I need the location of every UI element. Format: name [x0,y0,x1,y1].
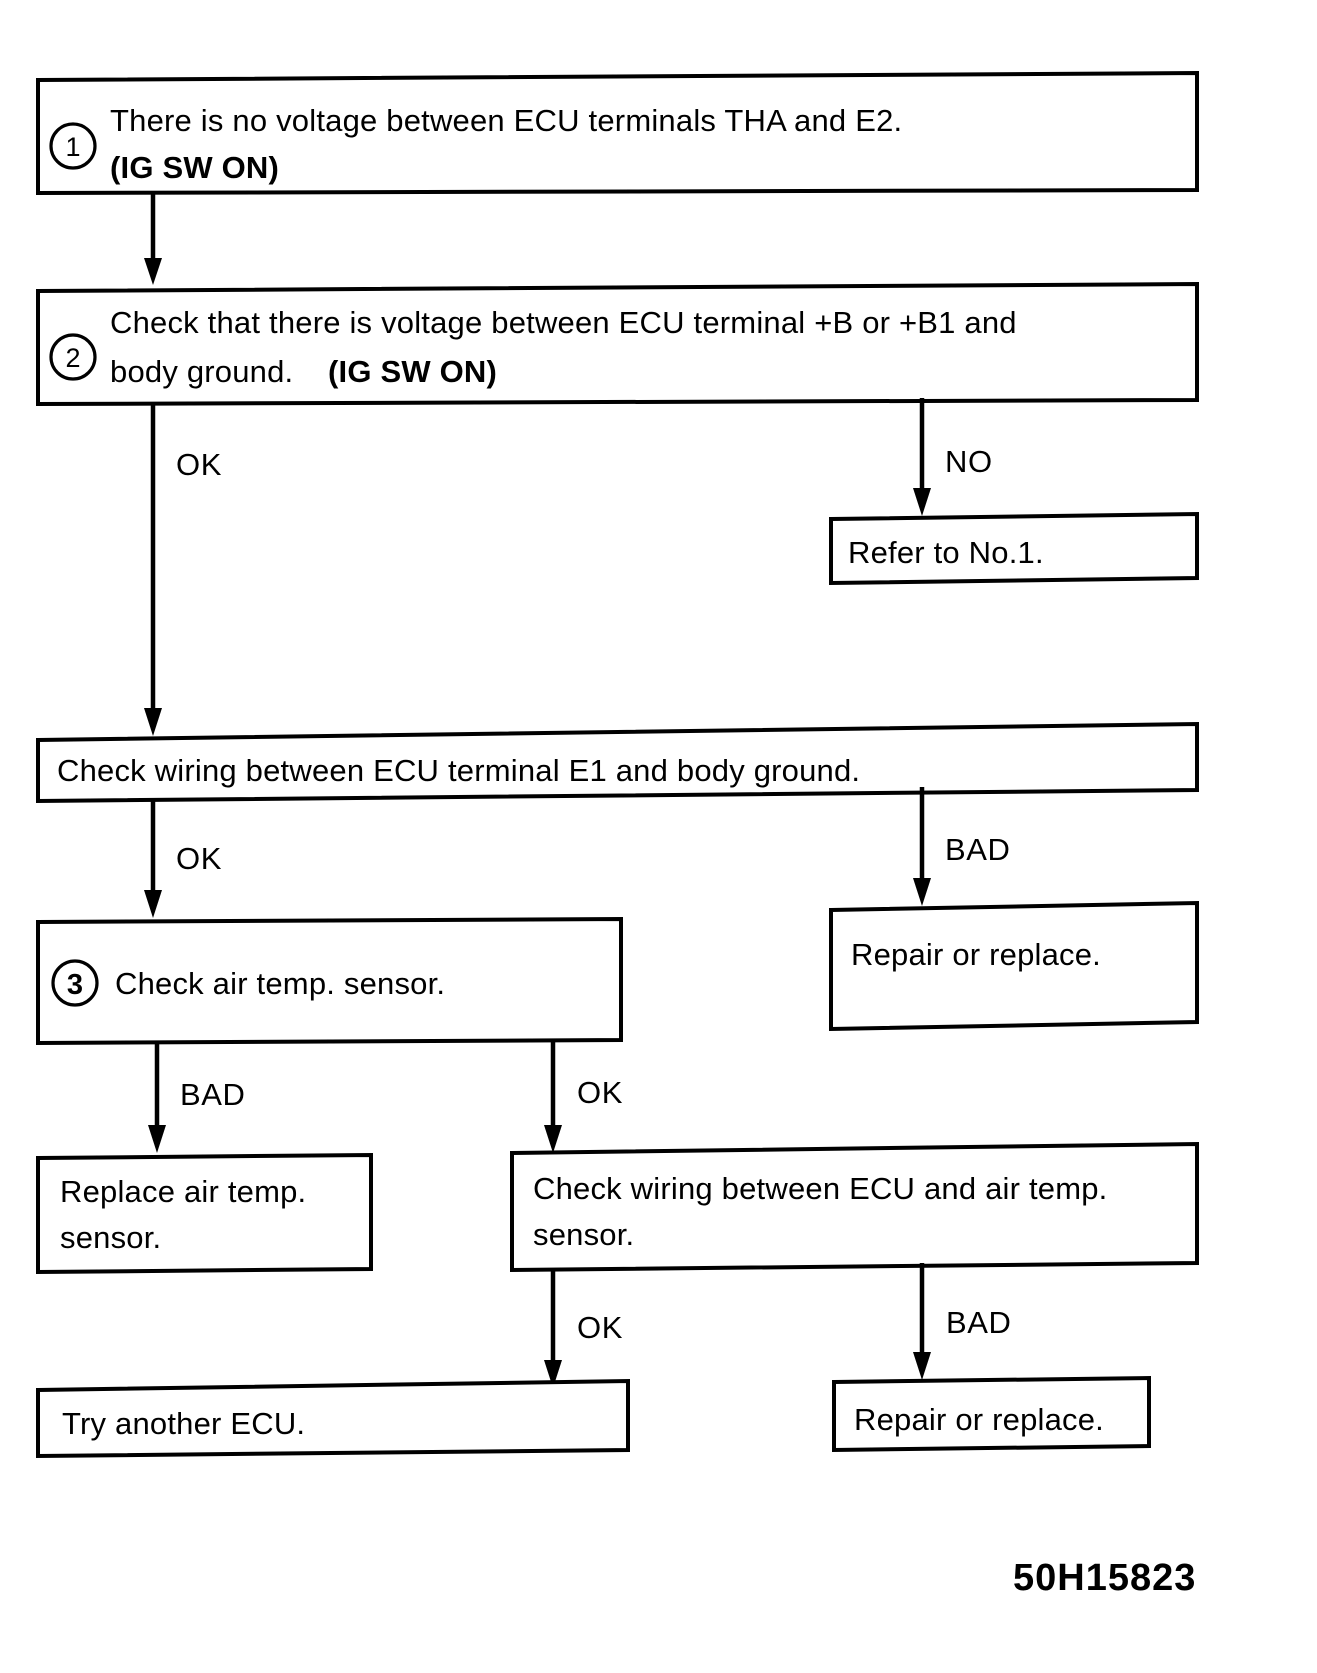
node-check-air-temp-sensor-label: Check air temp. sensor. [115,966,445,1001]
edge-label-ok: OK [577,1075,623,1110]
edge-e1wiring-ok: OK [144,798,222,918]
node-no-voltage: 1 There is no voltage between ECU termin… [36,70,1199,196]
node-check-b-voltage-frame [36,281,1199,407]
edge-node1-to-node2 [144,193,162,285]
arrowhead-icon [913,1352,931,1380]
edge-label-ok: OK [176,841,222,876]
node-check-b-voltage: 2 Check that there is voltage between EC… [36,281,1199,407]
node-replace-air-temp-sensor: Replace air temp. sensor. [36,1152,373,1275]
arrowhead-icon [144,890,162,918]
edge-e1wiring-bad: BAD [913,787,1011,906]
node-check-b-voltage-line2b: (IG SW ON) [328,354,497,389]
node-check-e1-wiring-label: Check wiring between ECU terminal E1 and… [57,753,860,788]
arrowhead-icon [913,488,931,516]
node-check-sensor-wiring: Check wiring between ECU and air temp. s… [510,1141,1199,1273]
node-repair-or-replace-upper-frame [829,900,1199,1032]
edge-node3-ok: OK [544,1040,623,1153]
node-check-e1-wiring-frame [36,721,1199,804]
arrowhead-icon [144,258,162,285]
step-number-circle-3 [51,959,99,1007]
edge-sensorwiring-bad: BAD [913,1263,1012,1380]
step-number-1: 1 [65,132,80,162]
node-check-air-temp-sensor: 3 Check air temp. sensor. [36,916,623,1046]
step-number-3: 3 [67,969,83,1001]
step-number-circle-1 [49,122,97,170]
node-no-voltage-line2: (IG SW ON) [110,150,279,185]
edge-sensorwiring-ok: OK [544,1268,623,1388]
node-try-another-ecu-frame [36,1378,630,1459]
node-repair-or-replace-lower: Repair or replace. [832,1375,1151,1453]
step-number-circle-2 [49,333,97,381]
step-number-2: 2 [65,343,80,373]
node-replace-air-temp-sensor-line2: sensor. [60,1220,161,1255]
node-no-voltage-frame [36,70,1199,196]
node-check-b-voltage-line1: Check that there is voltage between ECU … [110,305,1017,340]
arrowhead-icon [544,1125,562,1153]
node-no-voltage-line1: There is no voltage between ECU terminal… [110,103,902,138]
node-replace-air-temp-sensor-frame [36,1152,373,1275]
node-repair-or-replace-lower-frame [832,1375,1151,1453]
node-replace-air-temp-sensor-line1: Replace air temp. [60,1174,306,1209]
edge-label-no: NO [945,444,993,479]
arrowhead-icon [544,1360,562,1388]
edge-node2-ok: OK [144,404,222,736]
node-check-air-temp-sensor-frame [36,916,623,1046]
node-check-sensor-wiring-line2: sensor. [533,1217,634,1252]
figure-code: 50H15823 [1013,1557,1196,1599]
node-try-another-ecu-label: Try another ECU. [62,1406,305,1441]
node-repair-or-replace-upper: Repair or replace. [829,900,1199,1032]
node-check-b-voltage-line2a: body ground. [110,354,293,389]
node-check-sensor-wiring-line1: Check wiring between ECU and air temp. [533,1171,1107,1206]
edge-label-bad: BAD [946,1305,1012,1340]
edge-label-ok: OK [577,1310,623,1345]
edge-label-ok: OK [176,447,222,482]
edge-node2-no: NO [913,398,993,516]
edge-node3-bad: BAD [148,1041,246,1153]
arrowhead-icon [144,708,162,736]
node-repair-or-replace-lower-label: Repair or replace. [854,1402,1104,1437]
arrowhead-icon [148,1125,166,1153]
node-refer-to-no1: Refer to No.1. [829,511,1199,586]
node-repair-or-replace-upper-label: Repair or replace. [851,937,1101,972]
edge-label-bad: BAD [945,832,1011,867]
edge-label-bad: BAD [180,1077,246,1112]
node-check-e1-wiring: Check wiring between ECU terminal E1 and… [36,721,1199,804]
node-check-sensor-wiring-frame [510,1141,1199,1273]
arrowhead-icon [913,878,931,906]
node-refer-to-no1-frame [829,511,1199,586]
node-refer-to-no1-label: Refer to No.1. [848,535,1044,570]
node-try-another-ecu: Try another ECU. [36,1378,630,1459]
